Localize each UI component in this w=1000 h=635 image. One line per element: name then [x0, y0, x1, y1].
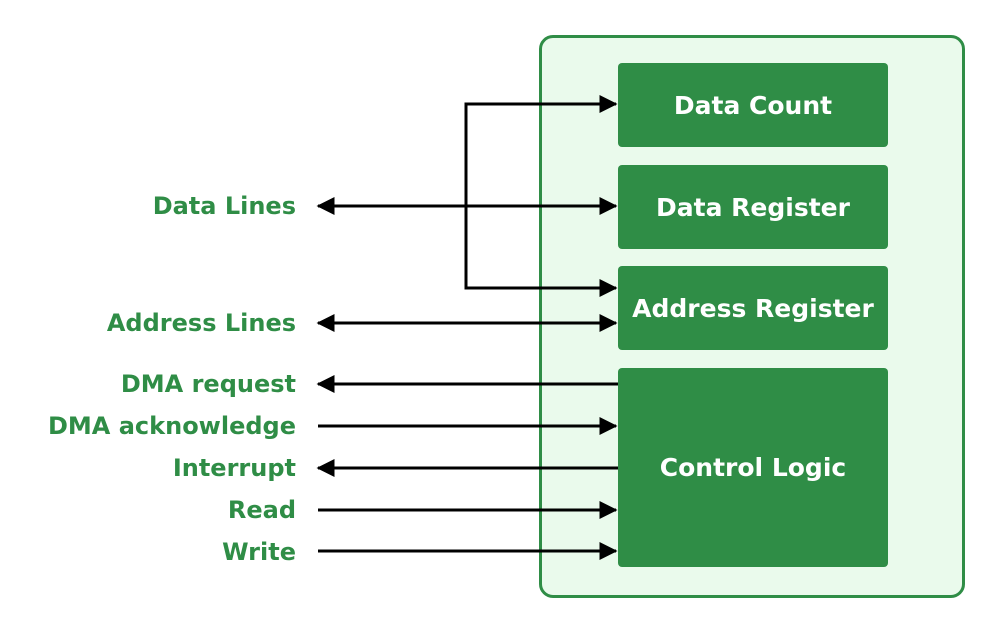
bus-to-address-register-arrow: [464, 206, 618, 297]
control-logic-label: Control Logic: [659, 453, 847, 482]
address-register-block: Address Register: [618, 266, 888, 350]
bus-to-data-count-arrow: [464, 95, 618, 206]
dma-acknowledge-label: DMA acknowledge: [47, 412, 296, 440]
interrupt-label: Interrupt: [172, 454, 296, 482]
address-register-label: Address Register: [632, 293, 874, 323]
address-lines-label: Address Lines: [106, 309, 296, 337]
data-count-label: Data Count: [673, 90, 833, 120]
data-count-block: Data Count: [618, 63, 888, 147]
data-register-label: Data Register: [656, 192, 850, 222]
dma-request-label: DMA request: [120, 370, 296, 398]
data-lines-label: Data Lines: [152, 192, 296, 220]
control-logic-block: Control Logic: [618, 368, 888, 567]
read-label: Read: [227, 496, 296, 524]
data-register-block: Data Register: [618, 165, 888, 249]
write-label: Write: [222, 538, 296, 566]
